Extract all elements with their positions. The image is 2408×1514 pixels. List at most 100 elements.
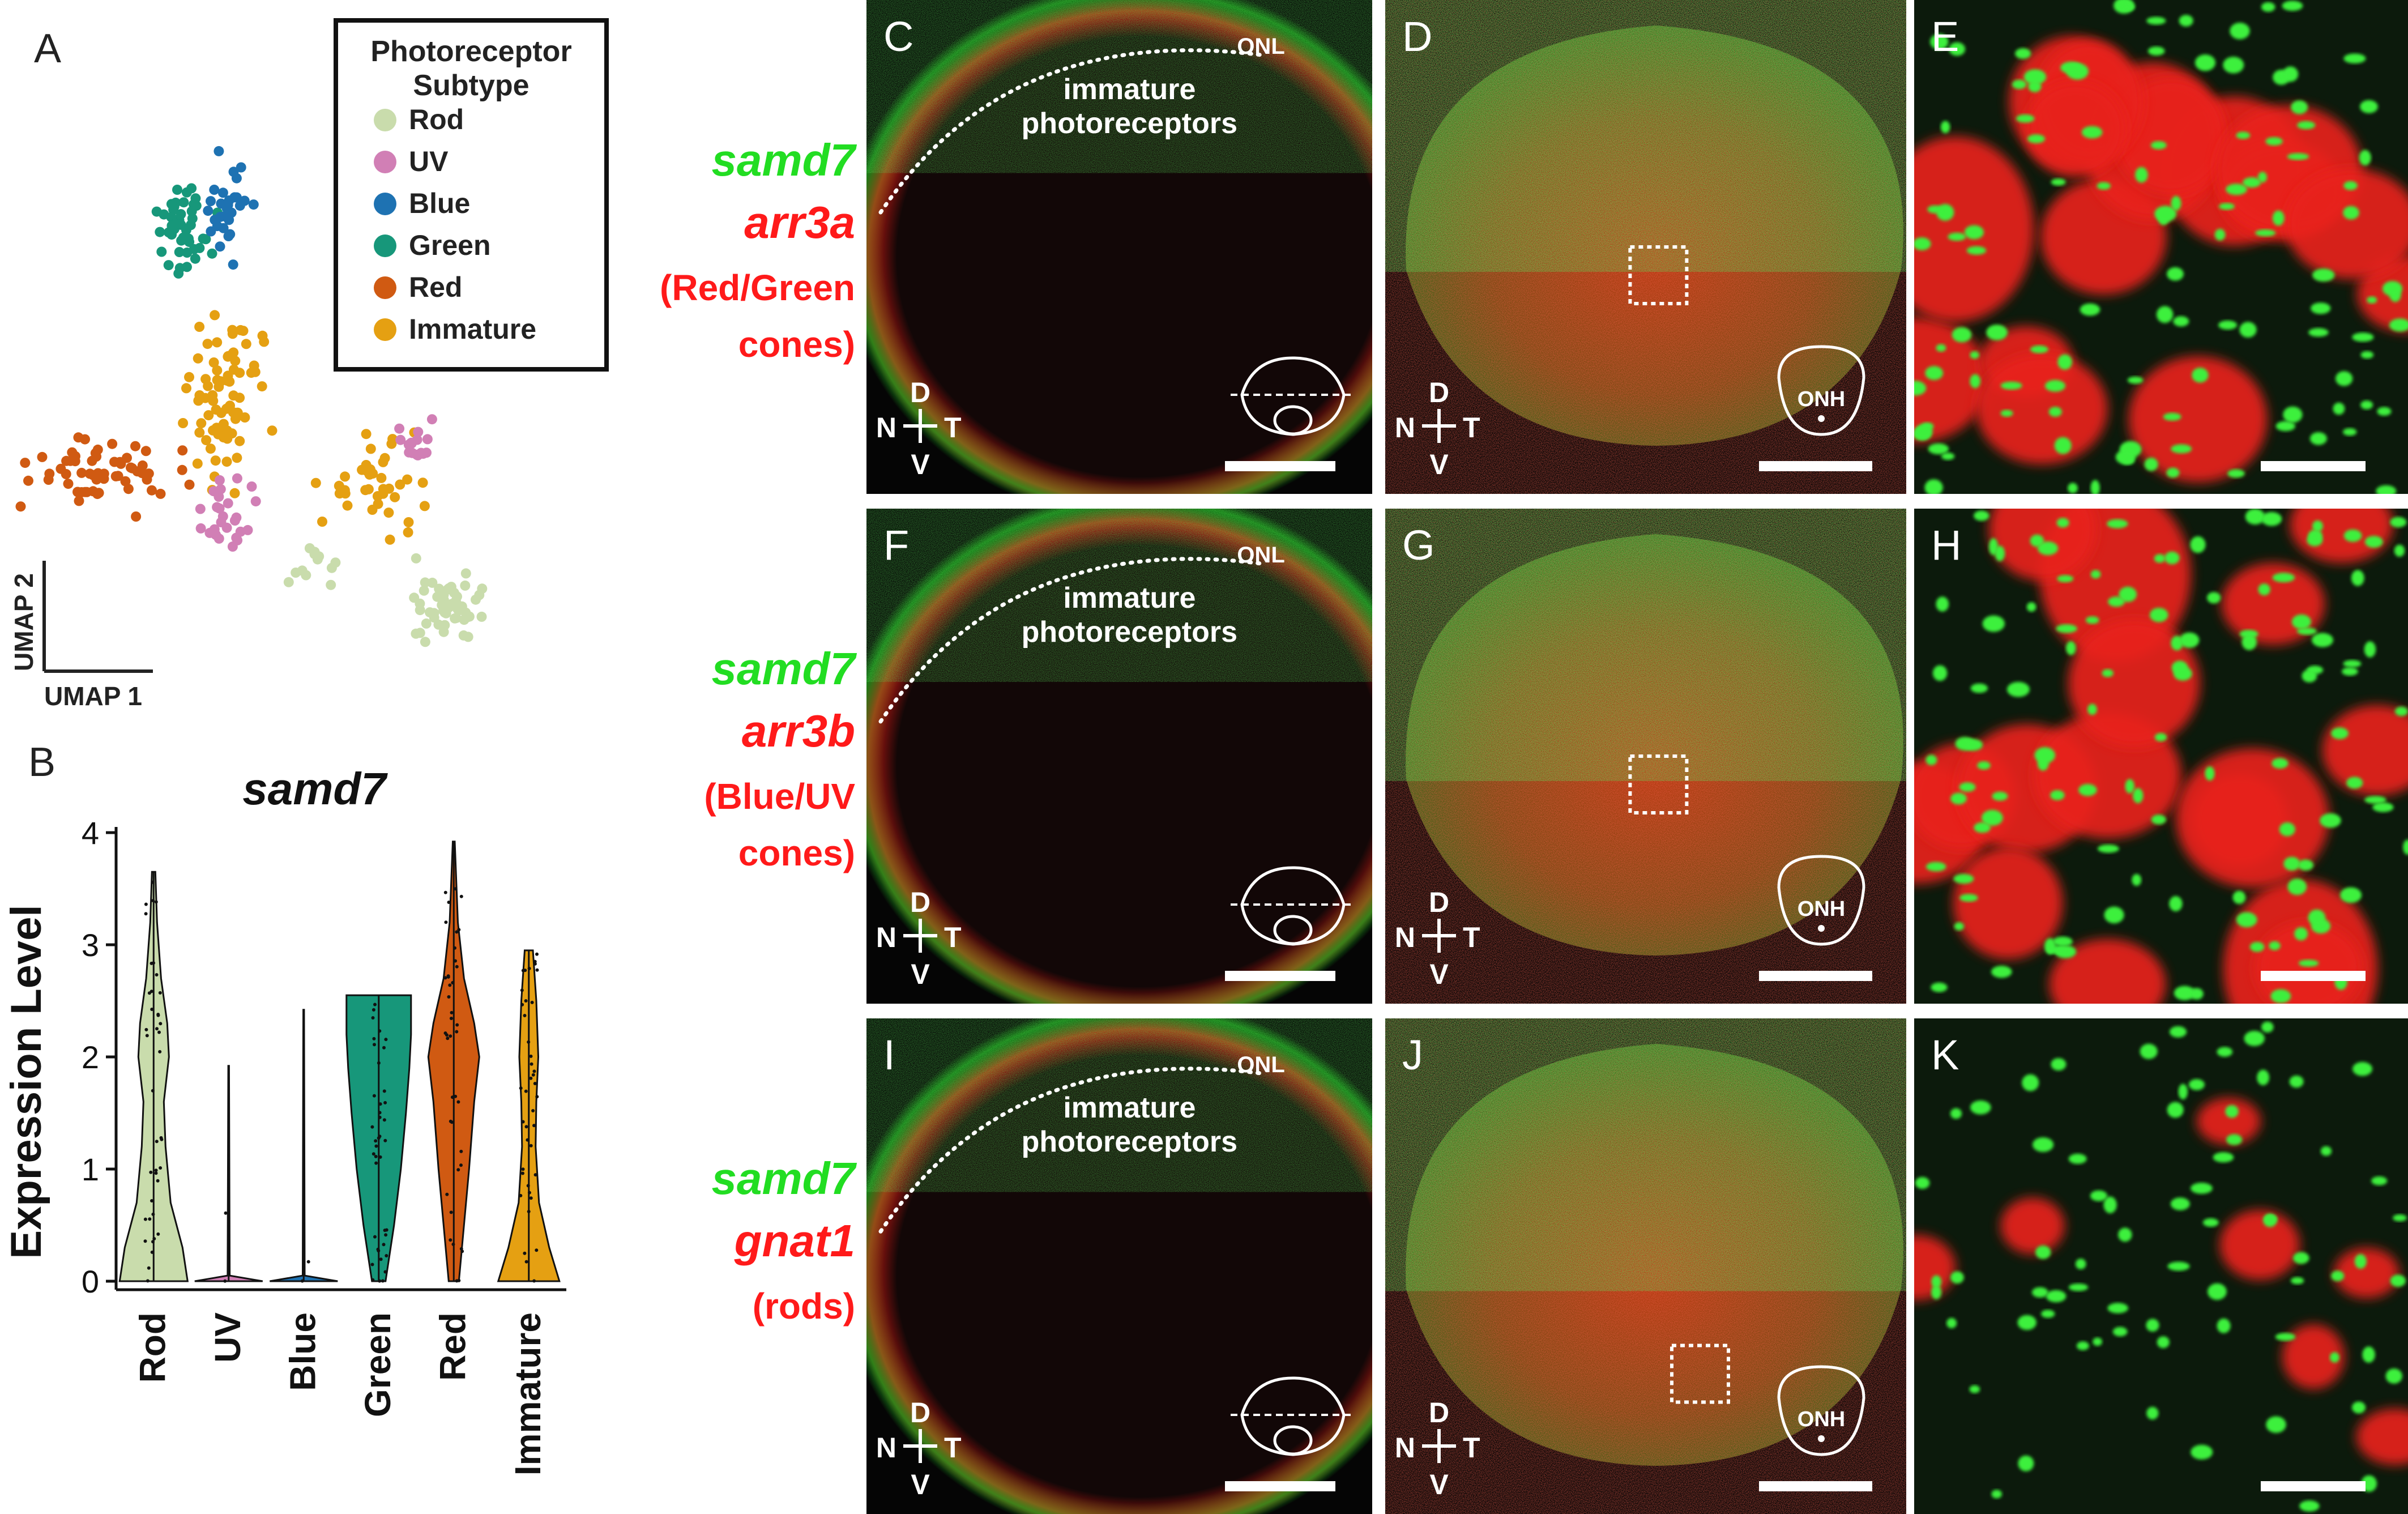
violin-point	[451, 1242, 455, 1246]
umap-point	[452, 591, 462, 602]
green-puncta	[2236, 131, 2251, 139]
green-puncta	[2354, 1254, 2367, 1269]
umap-point	[130, 441, 140, 451]
umap-point	[166, 220, 177, 231]
compass-t: T	[1463, 1432, 1480, 1464]
green-puncta	[2308, 909, 2326, 926]
umap-point	[93, 468, 104, 479]
compass-n: N	[1395, 922, 1415, 953]
green-puncta	[2027, 134, 2046, 143]
green-puncta	[1969, 1385, 1980, 1393]
violin-point	[378, 1279, 382, 1283]
compass-t: T	[1463, 412, 1480, 443]
legend-swatch	[374, 151, 396, 173]
zoom-region-box	[1670, 1344, 1730, 1404]
legend-swatch	[374, 276, 396, 299]
compass-t: T	[1463, 922, 1480, 953]
green-puncta	[2192, 368, 2209, 383]
umap-point	[155, 488, 166, 499]
umap-point	[203, 206, 214, 216]
scale-bar	[2261, 461, 2366, 471]
umap-point	[109, 457, 119, 467]
green-puncta	[2266, 1416, 2286, 1433]
green-puncta	[2283, 856, 2300, 871]
immature-label: immature	[1063, 1091, 1196, 1124]
green-puncta	[2279, 822, 2295, 837]
green-puncta	[2051, 178, 2066, 186]
green-puncta	[2343, 428, 2357, 436]
violin-point	[149, 1170, 153, 1174]
green-puncta	[2048, 407, 2062, 417]
violin-point	[455, 1023, 459, 1027]
red-cell	[2285, 168, 2408, 279]
green-puncta	[1959, 782, 1976, 792]
violin-point	[520, 1003, 524, 1007]
violin-point	[148, 1217, 152, 1221]
green-puncta	[2170, 1197, 2190, 1210]
umap-point	[334, 488, 345, 499]
green-puncta	[2031, 1287, 2048, 1298]
green-puncta	[2385, 1368, 2402, 1384]
probe-green-label: samd7	[712, 1153, 857, 1204]
green-puncta	[2000, 410, 2013, 417]
violin-point	[374, 1161, 378, 1165]
violin-category-label: UV	[207, 1312, 248, 1363]
umap-point	[173, 268, 184, 279]
violin-point	[527, 1040, 531, 1044]
umap-point	[137, 460, 148, 471]
umap-point	[37, 451, 48, 462]
green-puncta	[1950, 1108, 1962, 1119]
green-puncta	[2270, 989, 2291, 1003]
umap-point	[178, 197, 189, 208]
green-puncta	[2298, 959, 2319, 967]
red-cell	[2219, 1210, 2300, 1280]
umap-point	[113, 471, 123, 481]
umap-point	[43, 475, 54, 485]
green-puncta	[2343, 181, 2358, 190]
green-puncta	[2107, 1303, 2128, 1313]
compass-v: V	[1429, 958, 1449, 990]
green-puncta	[2150, 141, 2167, 150]
umap-point	[415, 598, 425, 609]
violin-point	[151, 880, 155, 884]
violin-point	[449, 1210, 453, 1214]
panel-label-h: H	[1931, 522, 1961, 569]
green-puncta	[2107, 519, 2128, 528]
umap-point	[140, 446, 151, 457]
umap-point	[326, 579, 336, 590]
violin-point	[370, 1125, 374, 1129]
violin-point	[378, 1111, 382, 1115]
violin-point	[378, 1029, 382, 1033]
umap-point	[376, 472, 387, 483]
red-cell	[2196, 1098, 2261, 1145]
violin-point	[155, 973, 159, 976]
violin-point	[384, 1233, 388, 1237]
umap-point	[67, 447, 78, 458]
green-puncta	[2343, 529, 2362, 542]
violin-point	[382, 1243, 386, 1247]
green-puncta	[2376, 485, 2397, 494]
green-puncta	[2320, 1146, 2332, 1156]
umap-point	[156, 246, 167, 257]
green-puncta	[2081, 126, 2103, 139]
umap-point	[250, 496, 261, 507]
green-puncta	[2217, 1318, 2231, 1333]
compass-v: V	[1429, 1469, 1449, 1500]
violin-point	[373, 1003, 377, 1007]
probe-red-label: gnat1	[734, 1216, 855, 1266]
umap-point	[291, 568, 301, 578]
umap-point	[127, 463, 138, 474]
green-puncta	[2051, 1058, 2067, 1071]
umap-point	[200, 393, 211, 403]
violin-point	[443, 976, 447, 980]
umap-point	[219, 211, 230, 221]
violin-point	[459, 1247, 463, 1251]
violin-point	[526, 1138, 530, 1142]
green-puncta	[1941, 453, 1955, 460]
umap-point	[212, 365, 223, 376]
green-puncta	[2075, 1259, 2086, 1270]
